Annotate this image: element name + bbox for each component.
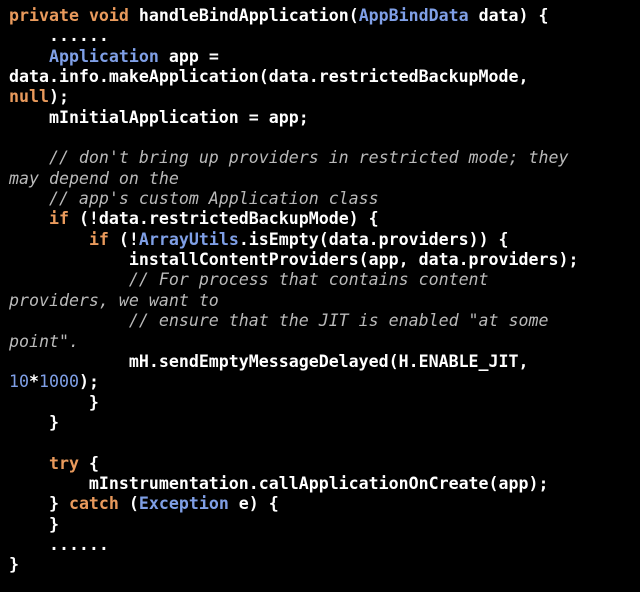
code-line: // app's custom Application class: [9, 189, 640, 209]
code-line: ......: [9, 26, 640, 46]
code-line: try {: [9, 454, 640, 474]
code-text: }: [9, 555, 19, 575]
code-text: [9, 209, 49, 228]
code-text: );: [78, 372, 99, 392]
code-line: if (!data.restrictedBackupMode) {: [9, 209, 640, 229]
code-line: 10*1000);: [9, 372, 640, 392]
code-text: .isEmpty(data.providers)) {: [238, 229, 509, 249]
code-text: mInstrumentation.callApplicationOnCreate…: [9, 473, 549, 493]
code-text: }: [9, 412, 59, 432]
code-line: [9, 128, 640, 148]
code-number: 1000: [38, 372, 79, 392]
code-line: }: [9, 393, 640, 413]
code-line: ......: [9, 535, 640, 555]
code-line: may depend on the: [9, 169, 640, 189]
code-type: ArrayUtils: [138, 229, 239, 249]
code-keyword: private: [9, 6, 79, 25]
code-line: }: [9, 515, 640, 535]
code-text: mH.sendEmptyMessageDelayed(H.ENABLE_JIT,: [9, 351, 529, 371]
code-comment: // don't bring up providers in restricte…: [9, 148, 569, 168]
code-text: data.info.makeApplication(data.restricte…: [9, 67, 529, 87]
code-text: (!: [108, 229, 139, 249]
code-line: // For process that contains content: [9, 270, 640, 290]
code-text: installContentProviders(app, data.provid…: [9, 250, 579, 270]
code-type: Exception: [138, 494, 229, 514]
code-type: Application: [48, 46, 159, 66]
code-line: if (!ArrayUtils.isEmpty(data.providers))…: [9, 230, 640, 250]
code-text: [79, 6, 89, 25]
code-keyword: null: [9, 87, 49, 107]
code-line: data.info.makeApplication(data.restricte…: [9, 67, 640, 87]
code-text: e) {: [228, 494, 279, 514]
code-text: ......: [9, 534, 109, 554]
code-text: [9, 230, 89, 249]
code-line: point".: [9, 332, 640, 352]
code-keyword: catch: [68, 494, 119, 514]
code-text: *: [28, 372, 39, 392]
code-text: ......: [9, 26, 109, 46]
code-line: }: [9, 555, 640, 575]
code-text: }: [9, 494, 69, 514]
code-line: private void handleBindApplication(AppBi…: [9, 6, 640, 26]
code-line: providers, we want to: [9, 291, 640, 311]
code-text: }: [9, 514, 59, 534]
code-text: [9, 454, 49, 473]
code-comment: point".: [9, 331, 79, 351]
code-line: }: [9, 413, 640, 433]
code-text: app =: [158, 46, 219, 66]
code-text: {: [78, 453, 99, 473]
code-block: private void handleBindApplication(AppBi…: [9, 6, 640, 576]
code-type: AppBindData: [358, 6, 469, 25]
code-text: );: [48, 87, 69, 107]
code-text: [9, 47, 49, 66]
code-line: null);: [9, 87, 640, 107]
code-number: 10: [9, 372, 29, 392]
code-line: installContentProviders(app, data.provid…: [9, 250, 640, 270]
code-text: (!data.restrictedBackupMode) {: [68, 209, 379, 229]
code-line: Application app =: [9, 47, 640, 67]
code-line: mInstrumentation.callApplicationOnCreate…: [9, 474, 640, 494]
code-line: mH.sendEmptyMessageDelayed(H.ENABLE_JIT,: [9, 352, 640, 372]
code-text: (: [118, 494, 139, 514]
code-line: // don't bring up providers in restricte…: [9, 148, 640, 168]
code-keyword: if: [48, 209, 69, 229]
code-text: handleBindApplication(: [128, 6, 359, 25]
code-text: data) {: [468, 6, 549, 25]
code-comment: // ensure that the JIT is enabled "at so…: [9, 311, 549, 331]
code-keyword: void: [88, 6, 129, 25]
code-comment: // For process that contains content: [9, 270, 489, 290]
code-line: [9, 433, 640, 453]
code-comment: providers, we want to: [9, 290, 219, 310]
code-keyword: try: [48, 453, 79, 473]
code-keyword: if: [88, 229, 109, 249]
code-comment: // app's custom Application class: [9, 189, 379, 209]
code-comment: may depend on the: [9, 168, 179, 188]
code-line: // ensure that the JIT is enabled "at so…: [9, 311, 640, 331]
code-line: mInitialApplication = app;: [9, 108, 640, 128]
code-line: } catch (Exception e) {: [9, 494, 640, 514]
code-text: }: [9, 392, 99, 412]
code-text: mInitialApplication = app;: [9, 107, 309, 127]
